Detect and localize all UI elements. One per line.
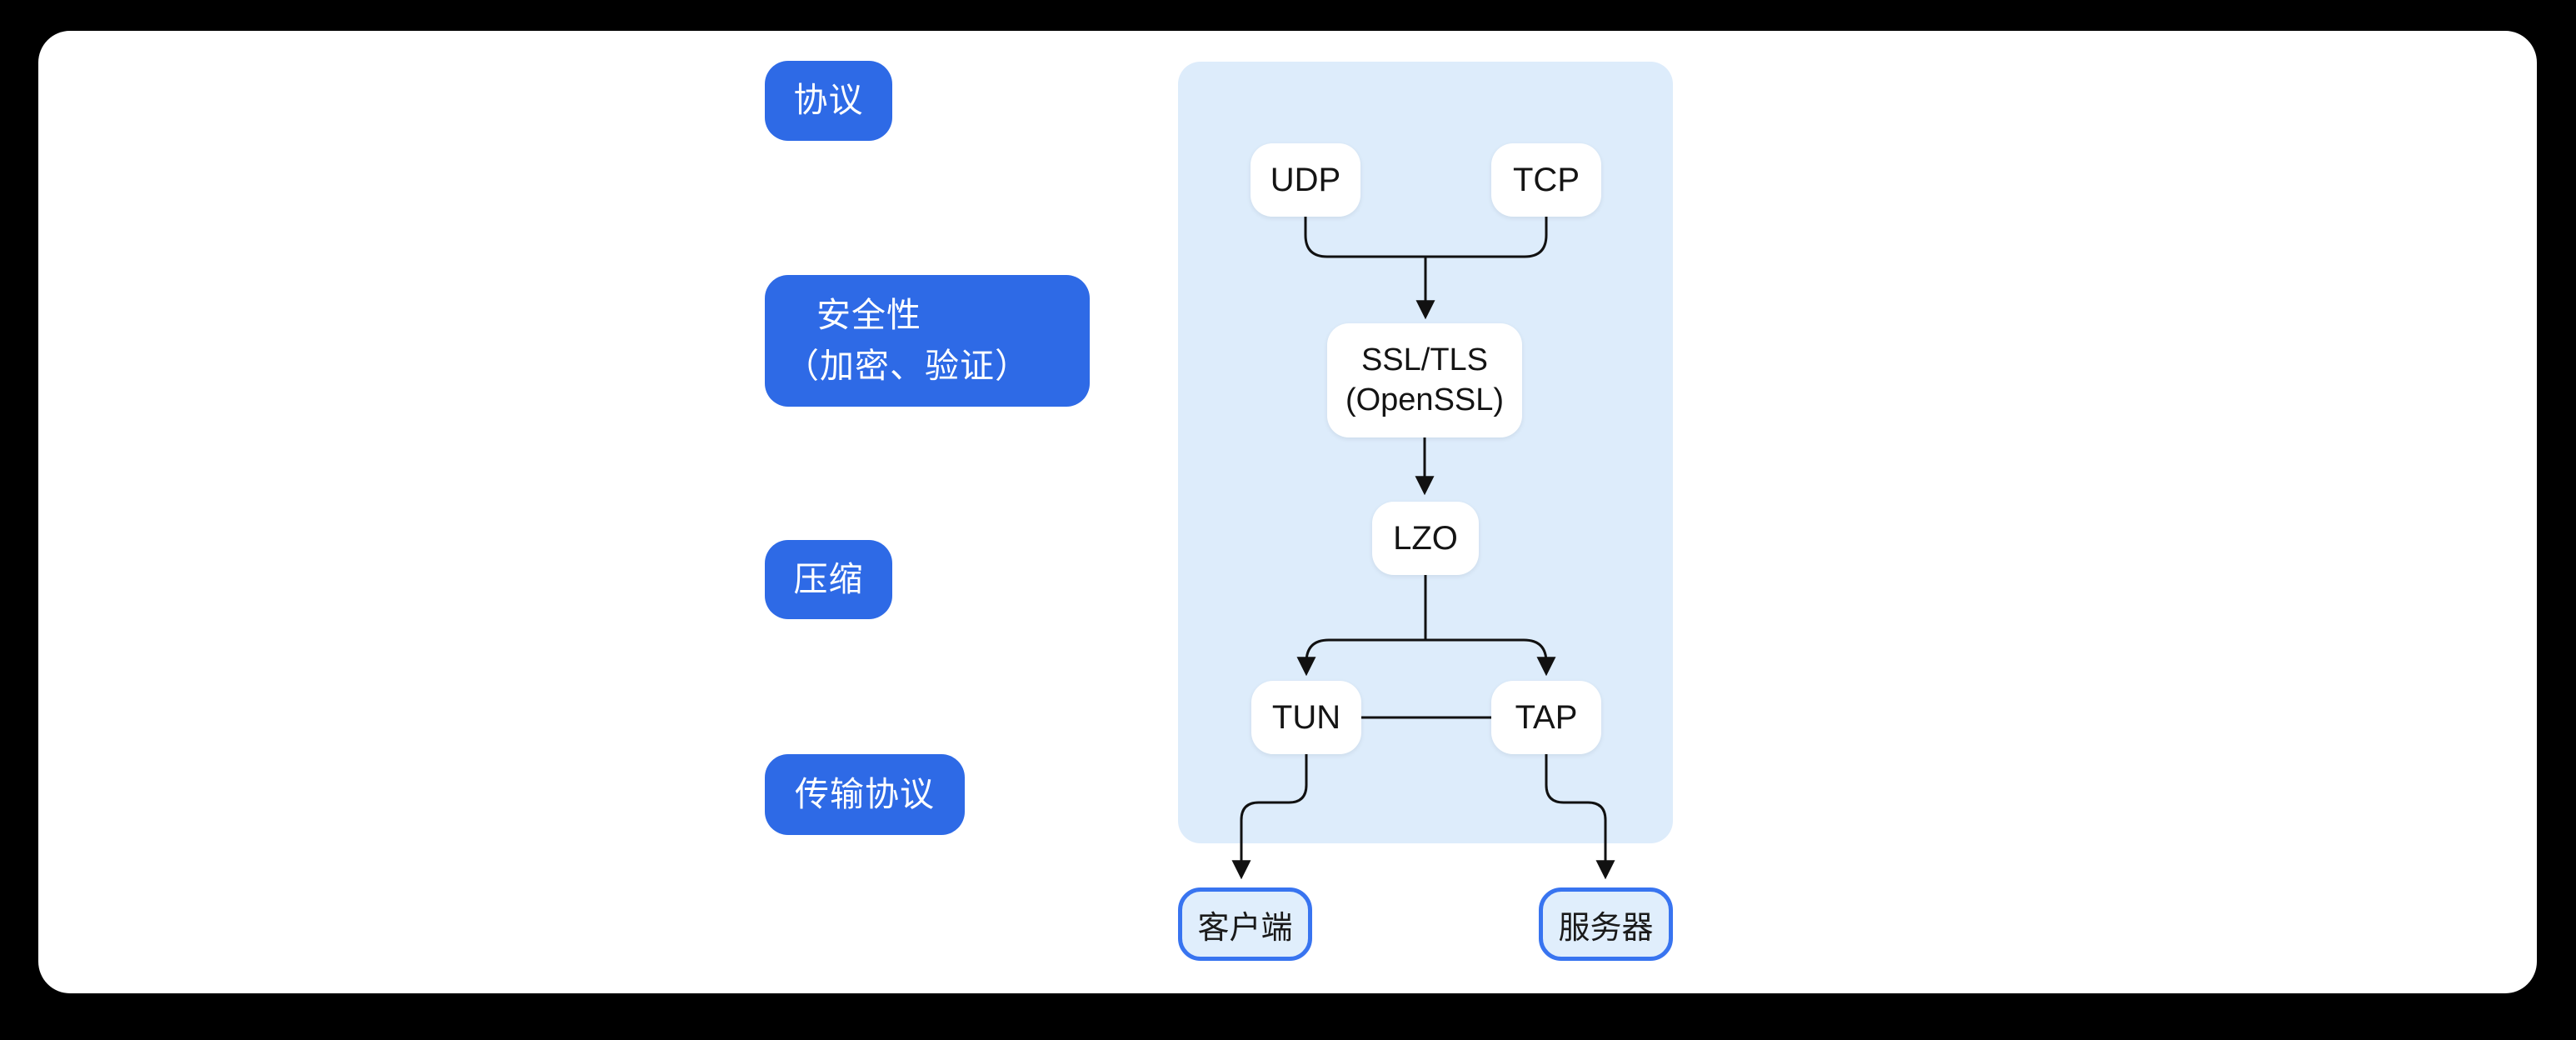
node-udp: UDP — [1251, 143, 1360, 217]
connector-tap-to-server-arrow — [1545, 754, 1615, 880]
node-ssl-tls-line2: (OpenSSL) — [1345, 382, 1505, 418]
node-tun: TUN — [1251, 681, 1361, 754]
node-lzo-text: LZO — [1393, 519, 1458, 557]
connector-udp-to-merge — [1304, 217, 1425, 258]
label-protocol: 协议 — [765, 61, 892, 141]
endpoint-server: 服务器 — [1539, 888, 1673, 961]
connector-tcp-to-merge — [1425, 217, 1548, 258]
node-ssl-tls-line1: SSL/TLS — [1360, 342, 1489, 378]
node-udp-text: UDP — [1270, 161, 1341, 198]
connector-tun-to-client-arrow — [1231, 754, 1308, 880]
label-compression: 压缩 — [765, 540, 892, 619]
connector-split-to-tun-arrow — [1296, 638, 1425, 677]
label-security-line2: （加密、验证） — [785, 347, 1030, 385]
node-tun-text: TUN — [1271, 698, 1341, 736]
label-security-line1: 安全性 — [816, 295, 921, 334]
label-security: 安全性 （加密、验证） — [765, 275, 1090, 407]
endpoint-client-text: 客户端 — [1197, 910, 1293, 946]
endpoint-client: 客户端 — [1178, 888, 1312, 961]
node-ssl-tls: SSL/TLS (OpenSSL) — [1327, 323, 1522, 438]
label-transport-protocol: 传输协议 — [765, 754, 965, 835]
connector-split-to-tap-arrow — [1425, 638, 1556, 677]
endpoint-server-text: 服务器 — [1558, 910, 1654, 946]
label-protocol-text: 协议 — [793, 81, 864, 120]
node-tap-text: TAP — [1515, 698, 1578, 736]
label-compression-text: 压缩 — [793, 559, 864, 598]
node-tap: TAP — [1491, 681, 1601, 754]
node-lzo: LZO — [1372, 502, 1479, 575]
label-transport-protocol-text: 传输协议 — [795, 774, 935, 813]
node-tcp-text: TCP — [1513, 161, 1580, 198]
node-tcp: TCP — [1491, 143, 1601, 217]
